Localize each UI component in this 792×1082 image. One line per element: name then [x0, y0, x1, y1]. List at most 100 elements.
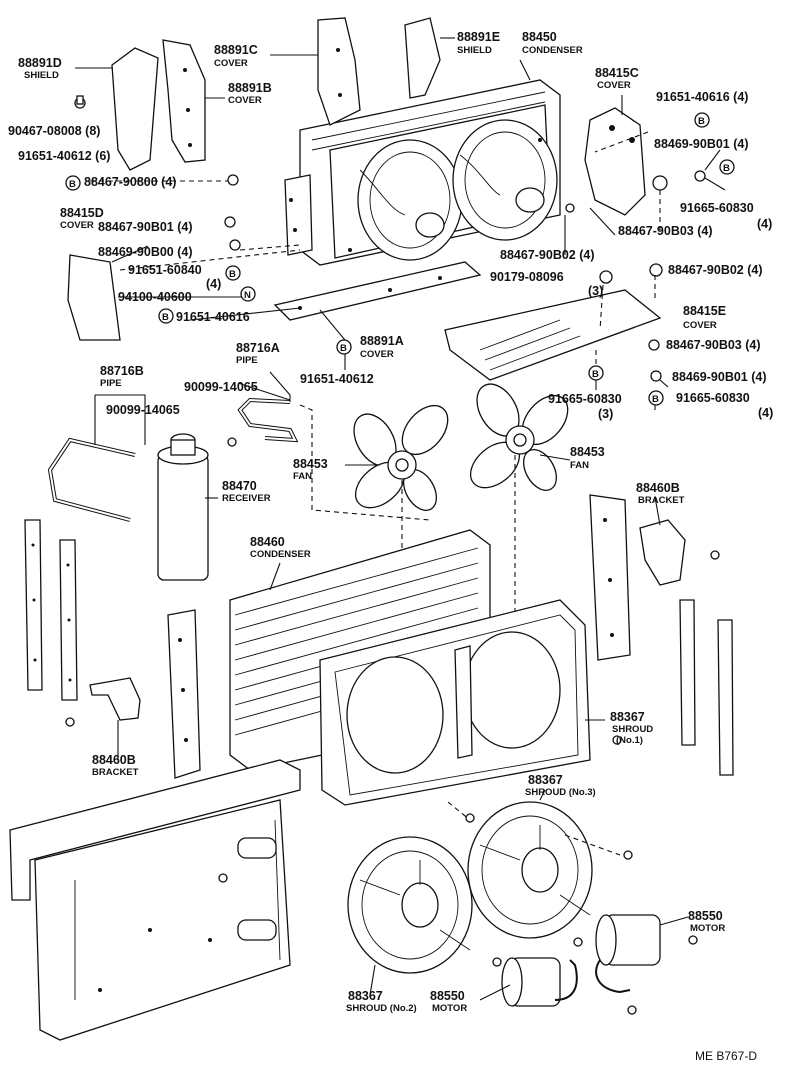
- svg-text:N: N: [244, 290, 251, 301]
- callout-91651-40612-b: 91651-40612: [300, 372, 374, 386]
- label-88453-left-number: 88453: [293, 457, 328, 471]
- callout-88469-90B01-a: 88469-90B01 (4): [654, 137, 749, 151]
- svg-text:B: B: [69, 179, 76, 190]
- fan-88453-right-drawing: [469, 383, 569, 491]
- callout-88467-90B02-a: 88467-90B02 (4): [500, 248, 595, 262]
- callout-90179-08096: 90179-08096: [490, 270, 564, 284]
- fan-88453-left-drawing: [353, 404, 449, 511]
- label-88716B-name: PIPE: [100, 378, 122, 389]
- cover-88415D-drawing: [67, 254, 121, 341]
- label-88891C-name: COVER: [214, 58, 248, 69]
- motor-88550-right-drawing: [573, 914, 698, 1015]
- label-88450-number: 88450: [522, 30, 557, 44]
- leader-fans: [394, 455, 516, 720]
- condenser-88450-drawing: [284, 79, 561, 266]
- diagram-code: ME B767-D: [695, 1049, 757, 1063]
- label-88453-right-number: 88453: [570, 445, 605, 459]
- label-88367-no3-number: 88367: [528, 773, 563, 787]
- label-88460B-top-name: BRACKET: [638, 495, 685, 506]
- strips-left: [24, 519, 78, 701]
- shroud-88367-no2-drawing: [347, 836, 473, 974]
- label-88460B-top-number: 88460B: [636, 481, 680, 495]
- label-88891C-number: 88891C: [214, 43, 258, 57]
- label-88460-number: 88460: [250, 535, 285, 549]
- callout-90099-14065-b: 90099-14065: [106, 403, 180, 417]
- svg-text:B: B: [340, 343, 347, 354]
- label-88891D-name: SHIELD: [24, 70, 59, 81]
- label-88550-right-name: MOTOR: [690, 923, 725, 934]
- fasteners-top: [74, 95, 706, 382]
- label-88716A-name: PIPE: [236, 355, 258, 366]
- label-88367-no1-name: SHROUD: [612, 724, 653, 735]
- label-88550-left-number: 88550: [430, 989, 465, 1003]
- leader-lines-top: [90, 131, 661, 368]
- label-88891E-name: SHIELD: [457, 45, 492, 56]
- label-88891A-number: 88891A: [360, 334, 404, 348]
- label-88891D-number: 88891D: [18, 56, 62, 70]
- callout-88467-90800: 88467-90800 (4): [84, 175, 176, 189]
- pipe-88716A-drawing: [227, 397, 299, 447]
- screw: [623, 850, 633, 860]
- svg-text:B: B: [723, 163, 730, 174]
- label-88550-right-number: 88550: [688, 909, 723, 923]
- label-88716B-number: 88716B: [100, 364, 144, 378]
- cover-88415E-drawing: [444, 289, 662, 381]
- leader-shrouds: [447, 801, 621, 856]
- callout-91651-40612: 91651-40612 (6): [18, 149, 110, 163]
- label-88450-name: CONDENSER: [522, 45, 583, 56]
- leader-pipe: [299, 404, 431, 521]
- label-88415D-name: COVER: [60, 220, 94, 231]
- label-88415C-name: COVER: [597, 80, 631, 91]
- svg-text:B: B: [229, 269, 236, 280]
- callout-91651-60840: 91651-60840: [128, 263, 202, 277]
- callout-88467-90B03-b: 88467-90B03 (4): [666, 338, 761, 352]
- callout-90099-14065-a: 90099-14065: [184, 380, 258, 394]
- label-88891A-name: COVER: [360, 349, 394, 360]
- label-88460B-left-name: BRACKET: [92, 767, 139, 778]
- circled-symbols: B B B B N B B B B: [65, 112, 735, 406]
- callout-90179-08096-qty: (3): [588, 284, 603, 298]
- label-88470-name: RECEIVER: [222, 493, 271, 504]
- strips-right: [679, 599, 734, 776]
- label-88415D-number: 88415D: [60, 206, 104, 220]
- label-88367-no2-name: SHROUD (No.2): [346, 1003, 417, 1014]
- label-88415C-number: 88415C: [595, 66, 639, 80]
- fastener-callouts: 90467-08008 (8) 91651-40612 (6) 88467-90…: [8, 90, 773, 421]
- cover-88891A-drawing: [273, 261, 482, 321]
- label-88460B-left-number: 88460B: [92, 753, 136, 767]
- screw: [465, 813, 475, 823]
- label-88470-number: 88470: [222, 479, 257, 493]
- shield-88891D-drawing: [111, 47, 159, 171]
- shield-88891E-drawing: [404, 17, 441, 99]
- callout-88467-90B01: 88467-90B01 (4): [98, 220, 193, 234]
- shroud-88367-no3-drawing: [467, 801, 593, 939]
- callout-88469-90B00: 88469-90B00 (4): [98, 245, 193, 259]
- callout-91665-60830-a: 91665-60830: [680, 201, 754, 215]
- callout-88469-90B01-b: 88469-90B01 (4): [672, 370, 767, 384]
- callout-91665-60830-a-qty: (4): [757, 217, 772, 231]
- callout-90467-08008: 90467-08008 (8): [8, 124, 100, 138]
- label-88367-no1-sub: (No.1): [616, 735, 643, 746]
- label-88367-no3-name: SHROUD (No.3): [525, 787, 596, 798]
- svg-text:B: B: [652, 394, 659, 405]
- callout-91651-40616-b: 91651-40616: [176, 310, 250, 324]
- svg-text:B: B: [698, 116, 705, 127]
- label-88415E-name: COVER: [683, 320, 717, 331]
- callout-88467-90B03-a: 88467-90B03 (4): [618, 224, 713, 238]
- motor-88550-left-drawing: [492, 957, 578, 1007]
- part-labels: 88891D SHIELD 88891C COVER 88891B COVER …: [18, 30, 726, 1014]
- callout-91665-60830-b-qty: (4): [758, 406, 773, 420]
- frame-bottom-left-drawing: [9, 759, 301, 1041]
- svg-text:B: B: [592, 369, 599, 380]
- label-88453-left-name: FAN: [293, 471, 312, 482]
- bracket-88460B-right-drawing: [589, 494, 720, 661]
- cover-88891B-drawing: [162, 39, 206, 163]
- callout-91665-60830-c-qty: (3): [598, 407, 613, 421]
- label-88367-no1-number: 88367: [610, 710, 645, 724]
- receiver-88470-drawing: [157, 433, 209, 581]
- label-88367-no2-number: 88367: [348, 989, 383, 1003]
- label-88891E-number: 88891E: [457, 30, 500, 44]
- callout-91665-60830-b: 91665-60830: [676, 391, 750, 405]
